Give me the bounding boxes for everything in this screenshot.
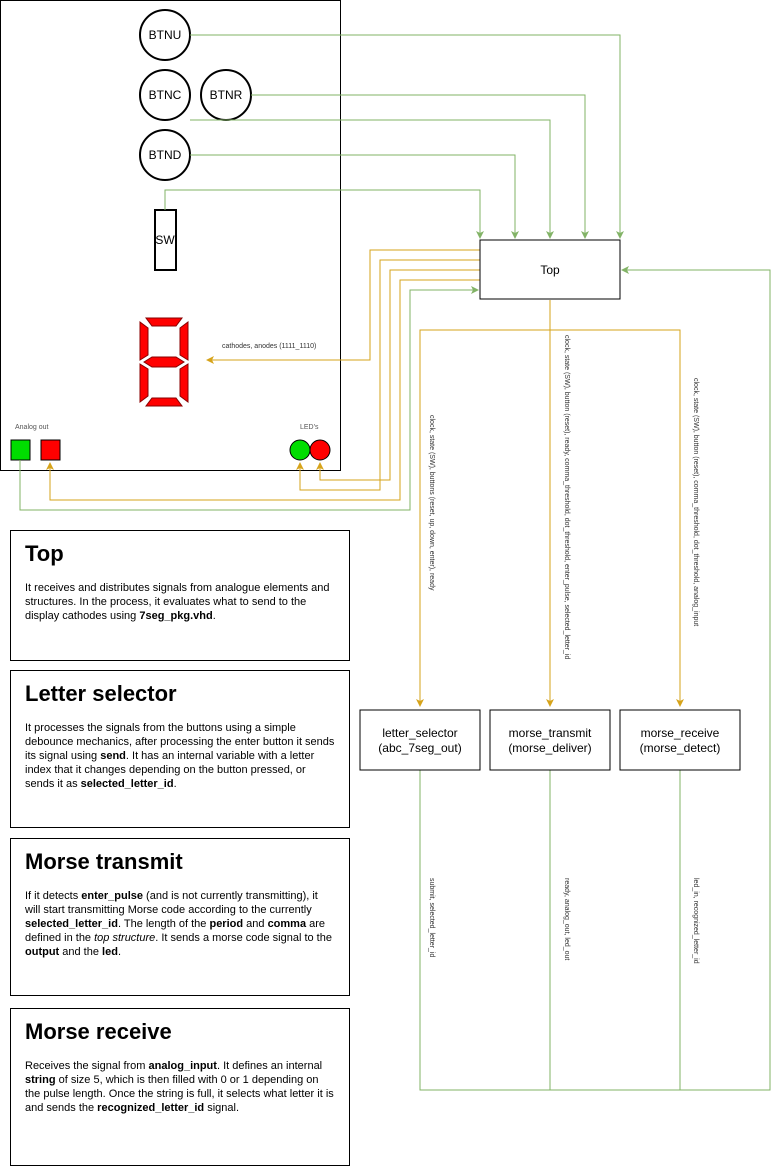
card-letter-selector: Letter selector It processes the signals… — [10, 670, 350, 828]
card-morse-receive: Morse receive Receives the signal from a… — [10, 1008, 350, 1166]
button-btnu-label: BTNU — [149, 28, 182, 42]
morse-transmit-entity: (morse_deliver) — [508, 741, 591, 755]
button-btnu[interactable]: BTNU — [139, 9, 191, 61]
card-body: Receives the signal from analog_input. I… — [25, 1060, 334, 1114]
led-red — [309, 439, 331, 461]
button-btnd[interactable]: BTND — [139, 129, 191, 181]
analog-out-green-square — [10, 439, 31, 461]
letter-selector-box[interactable]: letter_selector (abc_7seg_out) — [359, 709, 481, 771]
card-top: Top It receives and distributes signals … — [10, 530, 350, 661]
card-title: Top — [25, 541, 64, 566]
edge-label-to-letter-selector: clock, state (SW), buttons (reset, up, d… — [428, 415, 435, 591]
card-body: If it detects enter_pulse (and is not cu… — [25, 890, 332, 958]
letter-selector-entity: (abc_7seg_out) — [378, 741, 461, 755]
card-morse-transmit: Morse transmit If it detects enter_pulse… — [10, 838, 350, 996]
letter-selector-name: letter_selector — [382, 726, 457, 740]
analog-out-label: Analog out — [15, 424, 49, 431]
edge-label-from-morse-transmit: ready, analog_out, led_out — [563, 878, 570, 960]
edge-label-from-morse-receive: led_in, recognized_letter_id — [692, 878, 699, 964]
card-title: Morse receive — [25, 1019, 172, 1044]
edge-label-to-morse-receive: clock, state (SW), button (reset), comma… — [692, 378, 699, 626]
top-to-morse-receive-line — [480, 329, 684, 707]
switch-sw[interactable]: SW — [154, 209, 177, 271]
leds-label: LED's — [300, 424, 319, 431]
morse-transmit-box[interactable]: morse_transmit (morse_deliver) — [489, 709, 611, 771]
output-signal-lines — [46, 249, 480, 501]
morse-transmit-name: morse_transmit — [509, 726, 592, 740]
morse-receive-name: morse_receive — [641, 726, 720, 740]
button-btnc-label: BTNC — [149, 88, 182, 102]
button-btnc[interactable]: BTNC — [139, 69, 191, 121]
button-btnd-label: BTND — [149, 148, 182, 162]
analog-out-red-square — [40, 439, 61, 461]
module-feedback-lines — [419, 266, 771, 1091]
card-title: Letter selector — [25, 681, 177, 706]
morse-receive-entity: (morse_detect) — [640, 741, 721, 755]
top-module-label: Top — [540, 263, 560, 277]
edge-label-from-letter-selector: submit, selected_letter_id — [428, 878, 435, 957]
cathodes-anodes-label: cathodes, anodes (1111_1110) — [222, 343, 316, 350]
top-to-letter-selector-line — [416, 329, 480, 707]
seven-segment-display — [139, 317, 189, 407]
card-body: It processes the signals from the button… — [25, 722, 335, 790]
edge-label-to-morse-transmit: clock, state (SW), button (reset), ready… — [563, 335, 570, 659]
card-body: It receives and distributes signals from… — [25, 582, 330, 622]
button-btnr[interactable]: BTNR — [200, 69, 252, 121]
led-green — [289, 439, 311, 461]
card-title: Morse transmit — [25, 849, 183, 874]
morse-receive-box[interactable]: morse_receive (morse_detect) — [619, 709, 741, 771]
button-signal-lines — [19, 34, 624, 511]
top-module-box[interactable]: Top — [479, 239, 621, 300]
switch-sw-label: SW — [155, 233, 175, 247]
button-btnr-label: BTNR — [210, 88, 243, 102]
